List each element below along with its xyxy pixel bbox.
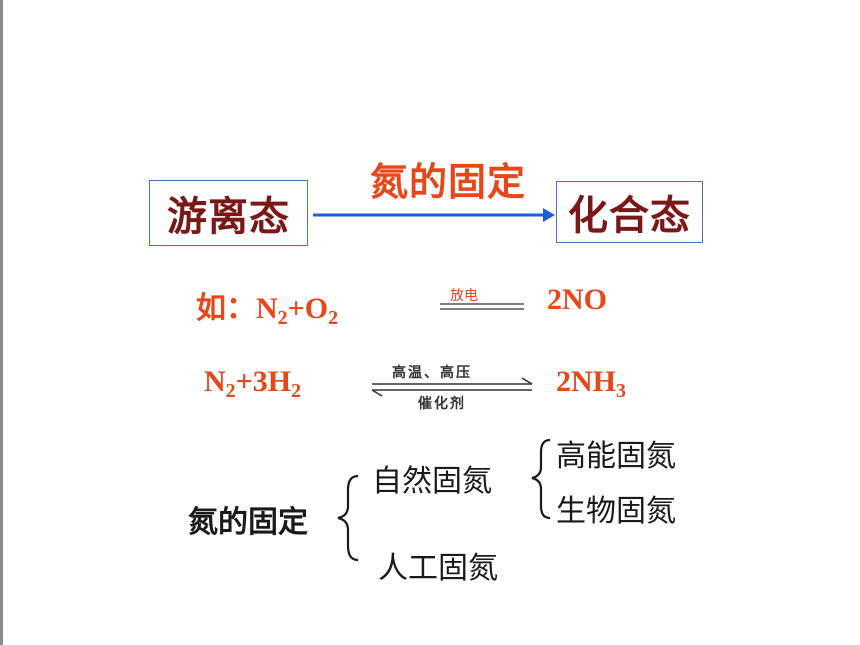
reaction1-rhs: 2NO [547, 283, 607, 316]
compound-state-label: 化合态 [568, 193, 691, 239]
reaction2-nh: 2NH [556, 365, 616, 398]
free-state-box: 游离态 [149, 180, 308, 246]
reaction2-backward-head [371, 389, 383, 397]
reaction2-lhs: N2+3H2 [204, 365, 301, 403]
reaction1-n-sub: 2 [277, 307, 288, 329]
reaction1-o-sub: 2 [328, 307, 339, 329]
left-border-line [0, 0, 3, 645]
reaction2-n: N [204, 365, 226, 398]
reaction2-h: +3H [235, 365, 292, 398]
arrow-label: 氮的固定 [370, 160, 527, 204]
reaction2-n-sub: 2 [225, 380, 236, 402]
reaction2-forward-head [521, 377, 533, 385]
natural-brace [531, 438, 551, 520]
compound-state-box: 化合态 [556, 181, 703, 243]
natural-fixation: 自然固氮 [372, 464, 492, 499]
reaction2-nh-sub: 3 [616, 380, 626, 402]
biological-fixation: 生物固氮 [556, 494, 676, 529]
reaction1-condition: 放电 [450, 288, 478, 304]
reaction1-prefix: 如： [196, 292, 256, 325]
reaction2-condition-top: 高温、高压 [392, 365, 472, 381]
classification-root: 氮的固定 [188, 505, 308, 540]
reaction1-lhs: 如：N2+O2 [196, 283, 338, 330]
high-energy-fixation: 高能固氮 [556, 439, 676, 474]
reaction2-rhs: 2NH3 [556, 365, 626, 403]
reaction1-o: +O [287, 292, 329, 325]
reaction1-n: N [256, 292, 278, 325]
reaction2-h-sub: 2 [291, 380, 302, 402]
free-state-label: 游离态 [167, 194, 290, 240]
root-brace [337, 474, 359, 562]
fixation-arrow-head [543, 208, 555, 222]
reaction2-condition-bottom: 催化剂 [418, 396, 466, 412]
artificial-fixation: 人工固氮 [378, 551, 498, 586]
